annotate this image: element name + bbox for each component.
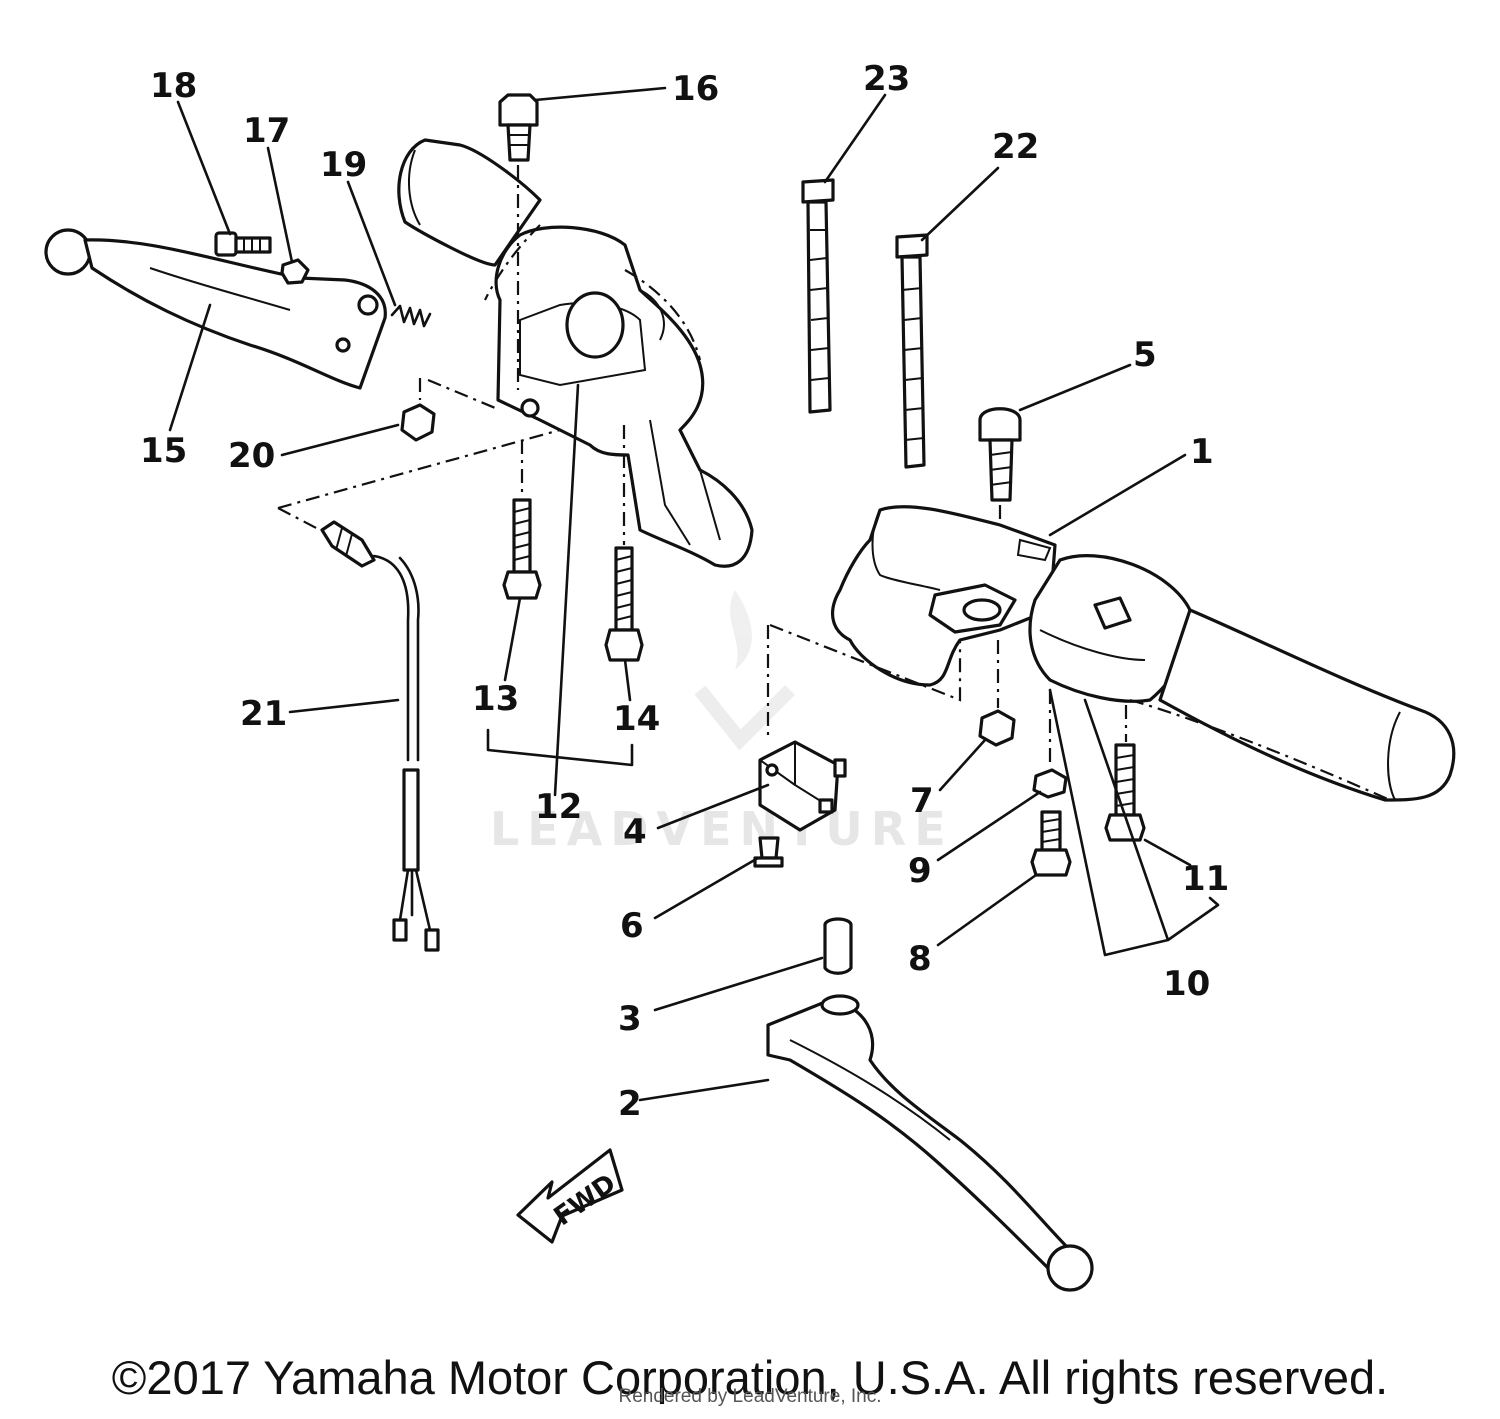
bolt-13-part [502, 498, 542, 600]
callout-3: 3 [618, 999, 642, 1039]
callout-19: 19 [320, 145, 367, 185]
nut-17-part [280, 258, 310, 285]
nut-7-part [978, 709, 1016, 747]
washer-9-part [1032, 768, 1068, 799]
callout-5: 5 [1133, 335, 1157, 375]
callout-8: 8 [908, 939, 932, 979]
callout-1: 1 [1190, 432, 1214, 472]
callout-22: 22 [992, 127, 1039, 167]
callout-20: 20 [228, 436, 275, 476]
callout-15: 15 [140, 431, 187, 471]
nut-20-part [400, 403, 436, 442]
fwd-arrow: FWD [516, 1148, 624, 1244]
collar-3-part [823, 917, 853, 975]
bolt-5-part [978, 407, 1022, 502]
callout-10: 10 [1163, 964, 1210, 1004]
callout-4: 4 [623, 812, 647, 852]
watermark-logo [694, 590, 795, 751]
left-perch-housing-part [484, 224, 754, 568]
callout-17: 17 [243, 111, 290, 151]
screw-16-part [498, 93, 539, 162]
watermark-text: LEADVENTURE [490, 802, 954, 856]
cable-tie-23-part [801, 178, 835, 414]
leader-lines [168, 86, 1220, 1102]
copyright-notice: ©2017 Yamaha Motor Corporation, U.S.A. A… [111, 1351, 1389, 1404]
callout-14: 14 [613, 699, 660, 739]
cable-tie-22-part [895, 233, 929, 469]
callout-12: 12 [535, 787, 582, 827]
callout-7: 7 [910, 781, 934, 821]
switch-21-part [320, 520, 440, 952]
bolt-18-part [214, 231, 272, 257]
bolt-11-part [1104, 743, 1146, 842]
callout-18: 18 [150, 66, 197, 106]
rendered-by-credit: Rendered by LeadVenture, Inc. [618, 1386, 882, 1407]
bolt-14-part [604, 546, 644, 662]
screw-6-part [753, 836, 784, 868]
left-lever-part [44, 228, 387, 390]
callout-11: 11 [1182, 859, 1229, 899]
spring-19-part [390, 304, 432, 328]
right-switch-housing-part [1028, 554, 1193, 703]
left-grip-part [397, 138, 542, 267]
callout-2: 2 [618, 1084, 642, 1124]
bolt-8-part [1030, 810, 1072, 877]
callout-16: 16 [672, 69, 719, 109]
callout-23: 23 [863, 59, 910, 99]
switch-4-part [758, 740, 847, 832]
right-perch-part [831, 505, 1057, 687]
right-lever-part [766, 994, 1094, 1292]
callout-21: 21 [240, 694, 287, 734]
callout-13: 13 [472, 679, 519, 719]
right-grip-part [1158, 608, 1456, 802]
callout-9: 9 [908, 851, 932, 891]
callout-6: 6 [620, 906, 644, 946]
